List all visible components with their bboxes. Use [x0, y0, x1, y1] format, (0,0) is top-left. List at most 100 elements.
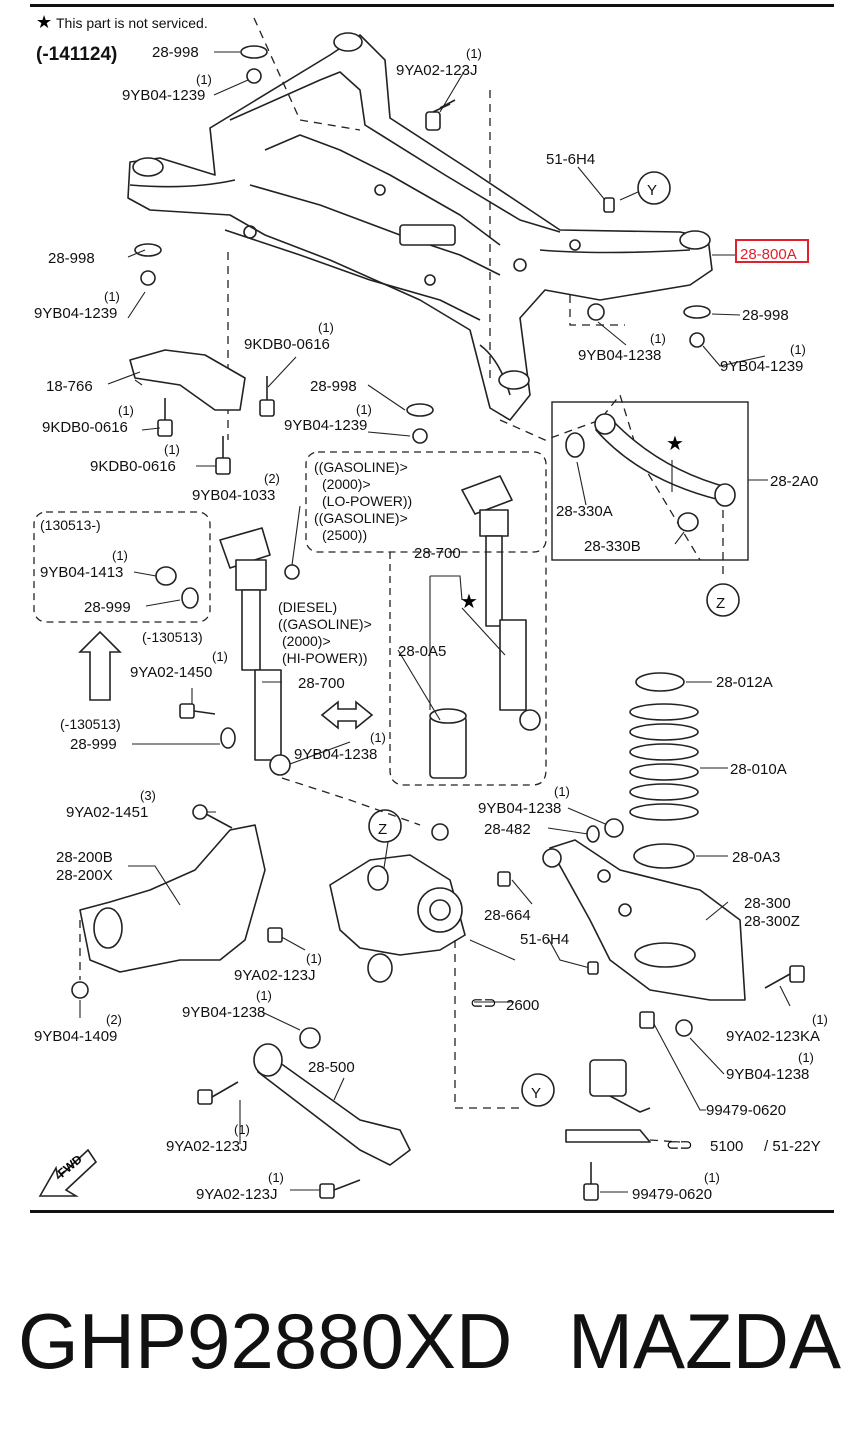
part-label: 9YB04-1239 [122, 87, 205, 104]
part-label: 28-998 [48, 250, 95, 267]
part-label: 18-766 [46, 378, 93, 395]
qty-label: (1) [812, 1012, 828, 1027]
variant-note: (-130513) [60, 716, 121, 732]
variant-note: ((GASOLINE)> [314, 510, 408, 526]
qty-label: (2) [106, 1012, 122, 1027]
part-label: 28-700 [298, 675, 345, 692]
qty-label: (2) [264, 471, 280, 486]
nut-icon [604, 818, 624, 838]
part-label: 28-482 [484, 821, 531, 838]
part-label: 28-500 [308, 1059, 355, 1076]
bolt-icon [157, 99, 615, 475]
header-note: This part is not serviced. [56, 15, 208, 31]
washer-icon [220, 727, 236, 749]
up-arrow-icon [78, 630, 122, 701]
qty-label: (1) [104, 289, 120, 304]
reference-label: Y [647, 182, 657, 199]
part-label: 28-012A [716, 674, 773, 691]
part-label: 28-0A3 [732, 849, 780, 866]
part-label: 28-998 [310, 378, 357, 395]
part-label: 9YB04-1239 [284, 417, 367, 434]
part-label: 28-010A [730, 761, 787, 778]
nut-icon [284, 564, 300, 580]
part-label: 9YB04-1238 [182, 1004, 265, 1021]
variant-note: (130513-) [40, 517, 101, 533]
lower-arm-drawing [542, 839, 746, 1001]
qty-label: (1) [234, 1122, 250, 1137]
part-label: 28-999 [70, 736, 117, 753]
qty-label: (1) [318, 320, 334, 335]
link-icon: ⊂⊃ [666, 1137, 693, 1154]
bottom-rule [30, 1210, 834, 1213]
variant-note: (LO-POWER)) [322, 493, 412, 509]
highlighted-part-label: 28-800A [740, 246, 797, 263]
washer-icon [181, 587, 199, 609]
nut-icon [431, 823, 449, 841]
part-label: 9YA02-123J [396, 62, 477, 79]
star-icon: ★ [36, 12, 52, 32]
qty-label: (1) [164, 442, 180, 457]
part-label: 9YA02-1450 [130, 664, 212, 681]
star-icon: ★ [460, 591, 478, 613]
lateral-arm-drawing [565, 413, 736, 532]
variant-box-130513 [33, 511, 211, 623]
part-label: 28-0A5 [398, 643, 446, 660]
part-label: 9YA02-123J [166, 1138, 247, 1155]
part-number: GHP92880XD [18, 1297, 512, 1385]
reference-label: Z [378, 821, 387, 838]
part-label: 28-700 [414, 545, 461, 562]
part-label: 28-300Z [744, 913, 800, 930]
bolt-icon [583, 1183, 599, 1201]
part-label: 9YB04-1033 [192, 487, 275, 504]
coil-spring-drawing [629, 672, 699, 869]
variant-note: ((GASOLINE)> [314, 459, 408, 475]
qty-label: (1) [268, 1170, 284, 1185]
shock-absorber-drawing [219, 475, 541, 779]
bolt-icon [179, 703, 195, 719]
qty-label: (1) [370, 730, 386, 745]
brand-name: MAZDA [568, 1297, 841, 1385]
variant-note: (2000)> [322, 476, 371, 492]
qty-label: (1) [306, 951, 322, 966]
part-label: 99479-0620 [632, 1186, 712, 1203]
link-drawing [253, 1043, 411, 1166]
part-label: 28-300 [744, 895, 791, 912]
part-label: / 51-22Y [764, 1138, 821, 1155]
part-label: 28-664 [484, 907, 531, 924]
part-label: 9YA02-123J [234, 967, 315, 984]
qty-label: (3) [140, 788, 156, 803]
part-label: 28-998 [152, 44, 199, 61]
qty-label: (1) [356, 402, 372, 417]
part-label: 5100 [710, 1138, 743, 1155]
star-icon: ★ [666, 433, 684, 455]
qty-label: (1) [704, 1170, 720, 1185]
reference-circle [368, 171, 740, 1107]
part-label: 9YA02-123KA [726, 1028, 820, 1045]
bracket-drawing [129, 349, 246, 411]
part-label: 9KDB0-0616 [90, 458, 176, 475]
crossmember-drawing [127, 32, 713, 421]
part-label: 9YA02-1451 [66, 804, 148, 821]
bolt-icon [197, 1089, 213, 1105]
part-label: 9YB04-1238 [478, 800, 561, 817]
part-label: 28-2A0 [770, 473, 818, 490]
nut-icon [155, 566, 177, 586]
bolt-icon [192, 804, 208, 820]
reference-label: Z [716, 595, 725, 612]
part-label: 51-6H4 [520, 931, 569, 948]
part-label: 9YB04-1238 [578, 347, 661, 364]
part-label: 28-200X [56, 867, 113, 884]
reference-label: Y [531, 1085, 541, 1102]
variant-note: ((GASOLINE)> [278, 616, 372, 632]
qty-label: (1) [112, 548, 128, 563]
variant-note: (2500)) [322, 527, 367, 543]
nut-icon [71, 981, 89, 999]
part-label: 28-330A [556, 503, 613, 520]
bolt-icon [789, 965, 805, 983]
top-rule [30, 4, 834, 7]
bolt-icon [639, 1011, 655, 1029]
nut-icon [299, 1027, 321, 1049]
part-label: 9YB04-1413 [40, 564, 123, 581]
part-label: 99479-0620 [706, 1102, 786, 1119]
bolt-icon [587, 961, 599, 975]
